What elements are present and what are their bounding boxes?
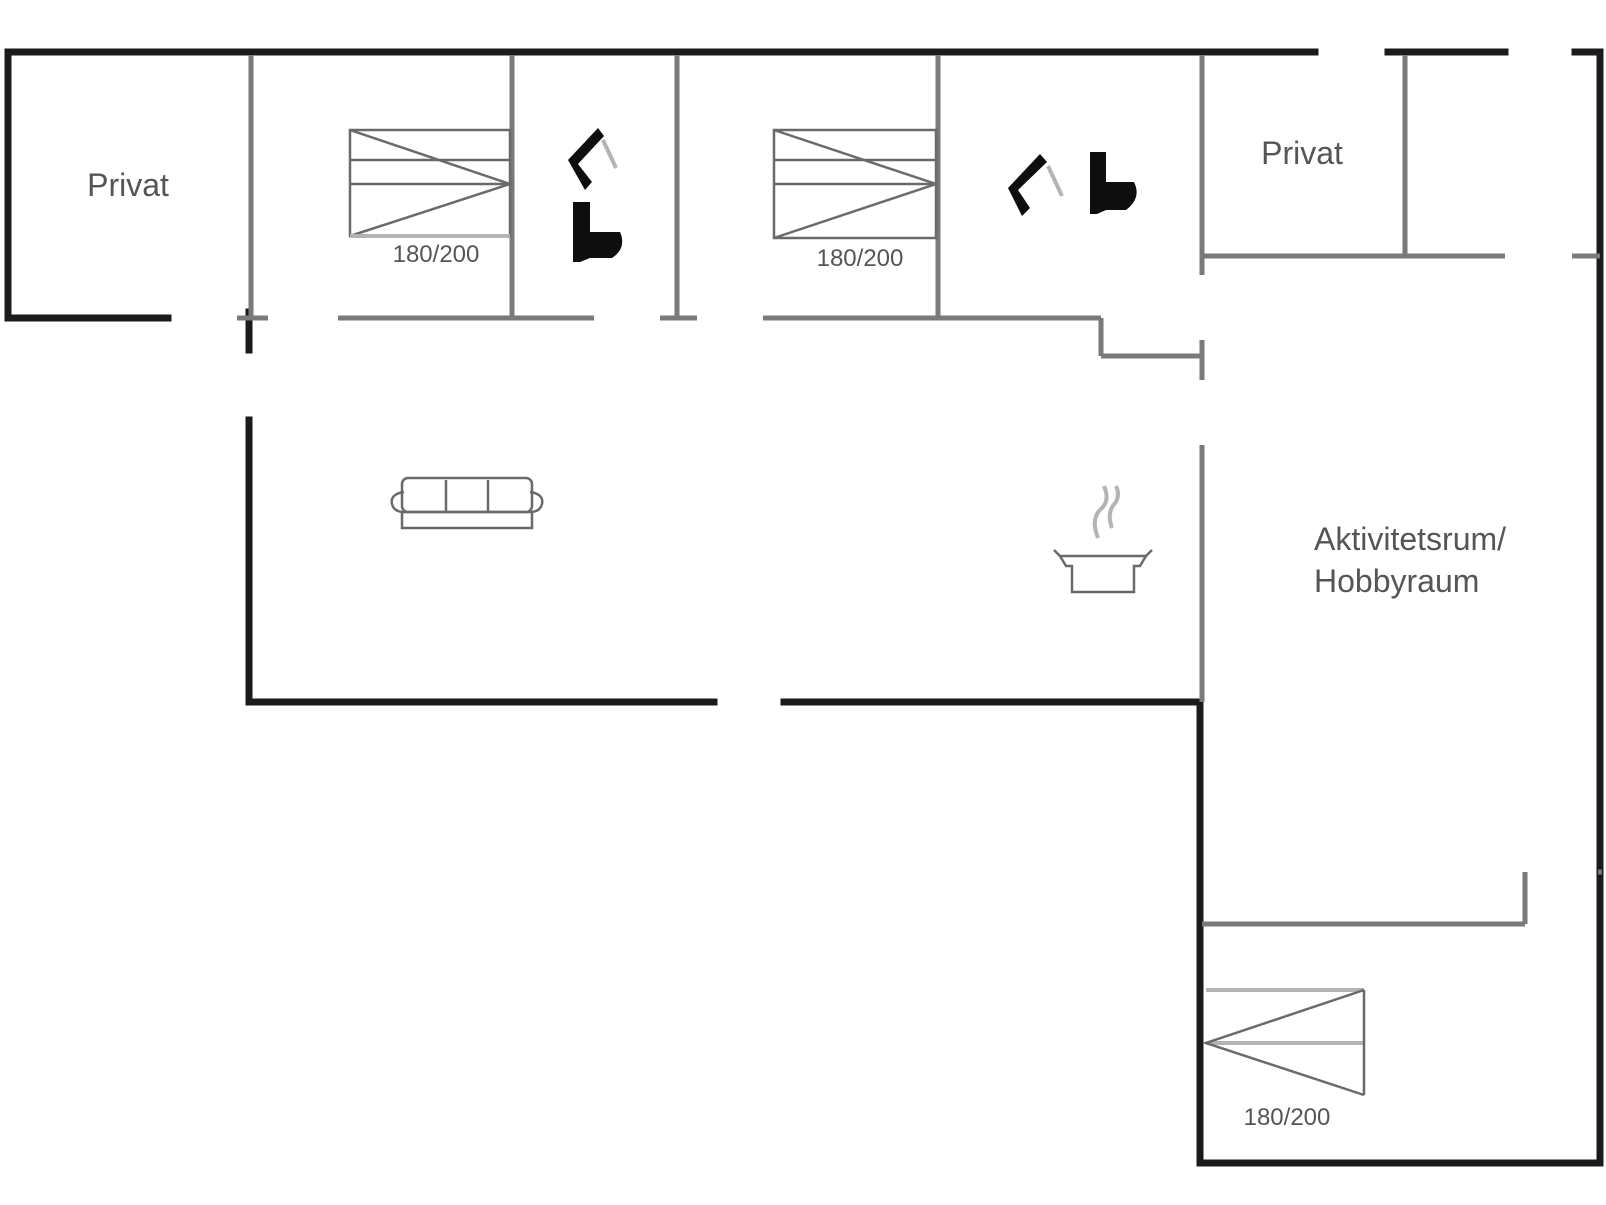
inner-walls bbox=[237, 55, 1602, 927]
room-label-activity-line1: Aktivitetsrum/ bbox=[1314, 521, 1506, 557]
bed-1-cover bbox=[349, 128, 514, 238]
bathroom-1-fixtures bbox=[568, 128, 623, 262]
bed-1: 180/200 bbox=[348, 128, 514, 268]
bed-2-cover bbox=[773, 128, 940, 240]
room-label-privat-left: Privat bbox=[87, 167, 169, 203]
shower-1-spray-icon bbox=[601, 139, 618, 169]
toilet-2-icon bbox=[1090, 152, 1137, 214]
kitchen-pot-icon bbox=[1053, 485, 1153, 594]
bed-2-size-label: 180/200 bbox=[817, 245, 904, 272]
pot-handle-right bbox=[1145, 549, 1153, 557]
bed-1-size-label: 180/200 bbox=[393, 241, 480, 268]
bed-3-cover bbox=[1202, 988, 1365, 1097]
sofa-arm-left bbox=[390, 490, 405, 514]
sofa-icon bbox=[390, 476, 544, 530]
shower-2-spray-icon bbox=[1046, 165, 1064, 197]
bed-3-size-label: 180/200 bbox=[1244, 1104, 1331, 1131]
pot-body bbox=[1057, 554, 1149, 594]
outer-walls bbox=[4, 48, 1604, 1167]
room-label-privat-right: Privat bbox=[1261, 135, 1343, 171]
pot-handle-left bbox=[1053, 549, 1061, 557]
shower-2-icon bbox=[1008, 154, 1047, 216]
sofa-base bbox=[400, 510, 534, 530]
room-label-activity-line2: Hobbyraum bbox=[1314, 563, 1479, 599]
sofa-arm-right bbox=[529, 490, 544, 514]
bed-2: 180/200 bbox=[772, 128, 940, 272]
toilet-1-icon bbox=[573, 202, 623, 262]
steam-icon bbox=[1092, 485, 1120, 539]
bed-3: 180/200 bbox=[1202, 988, 1366, 1131]
bathroom-2-fixtures bbox=[1008, 152, 1137, 216]
shower-1-icon bbox=[568, 128, 604, 190]
sofa-back bbox=[400, 476, 534, 514]
